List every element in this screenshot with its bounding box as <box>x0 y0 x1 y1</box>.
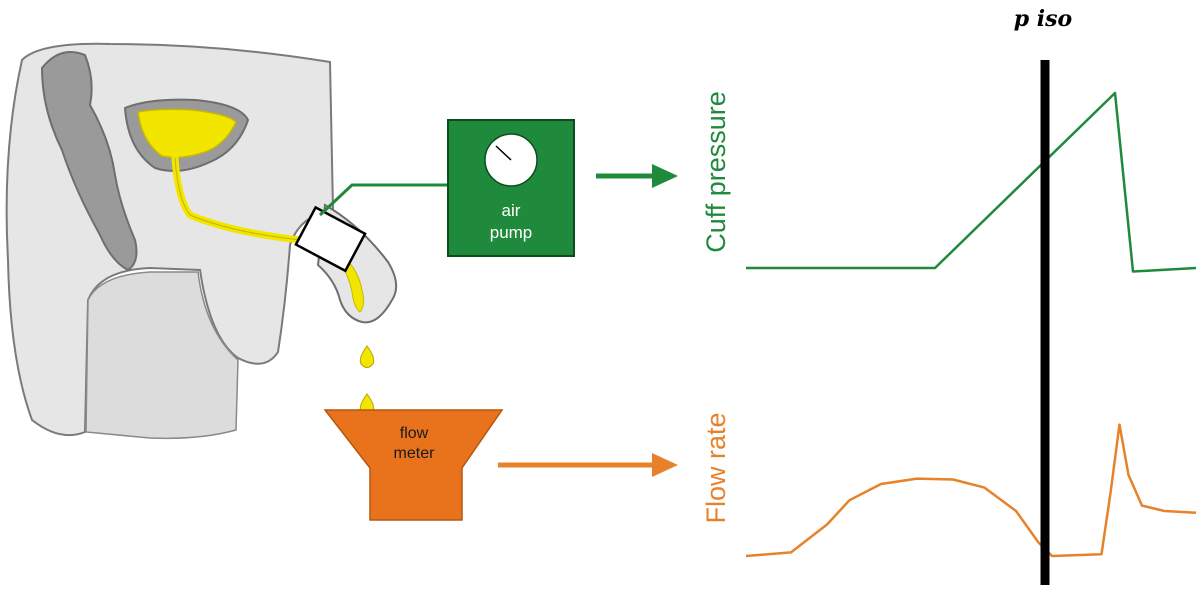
p-iso-label: p iso <box>1014 6 1072 32</box>
pump-label-line2: pump <box>490 223 533 242</box>
flow-arrow-icon <box>498 453 678 477</box>
penile-cuff <box>294 205 367 273</box>
air-tube <box>318 183 448 217</box>
bladder-urine <box>137 108 237 159</box>
meter-label-line2: meter <box>394 445 436 462</box>
gauge-needle <box>495 145 512 161</box>
pump-label-line1: air <box>502 201 521 220</box>
flow-rate-trace <box>745 423 1197 558</box>
meter-label-line1: flow <box>400 425 429 442</box>
flow-rate-title: Flow rate <box>701 412 731 523</box>
cuff-pressure-title: Cuff pressure <box>701 91 731 253</box>
thigh-shading <box>85 271 239 440</box>
urine-drop-icon <box>359 345 375 368</box>
air-pump: air pump <box>447 119 575 257</box>
cuff-pressure-trace <box>746 91 1197 273</box>
flow-meter-funnel <box>323 409 504 521</box>
flow-meter: flow meter <box>323 409 504 521</box>
pressure-arrow-icon <box>596 164 678 188</box>
anatomy-illustration <box>5 42 448 440</box>
rectum-shape <box>40 51 138 272</box>
